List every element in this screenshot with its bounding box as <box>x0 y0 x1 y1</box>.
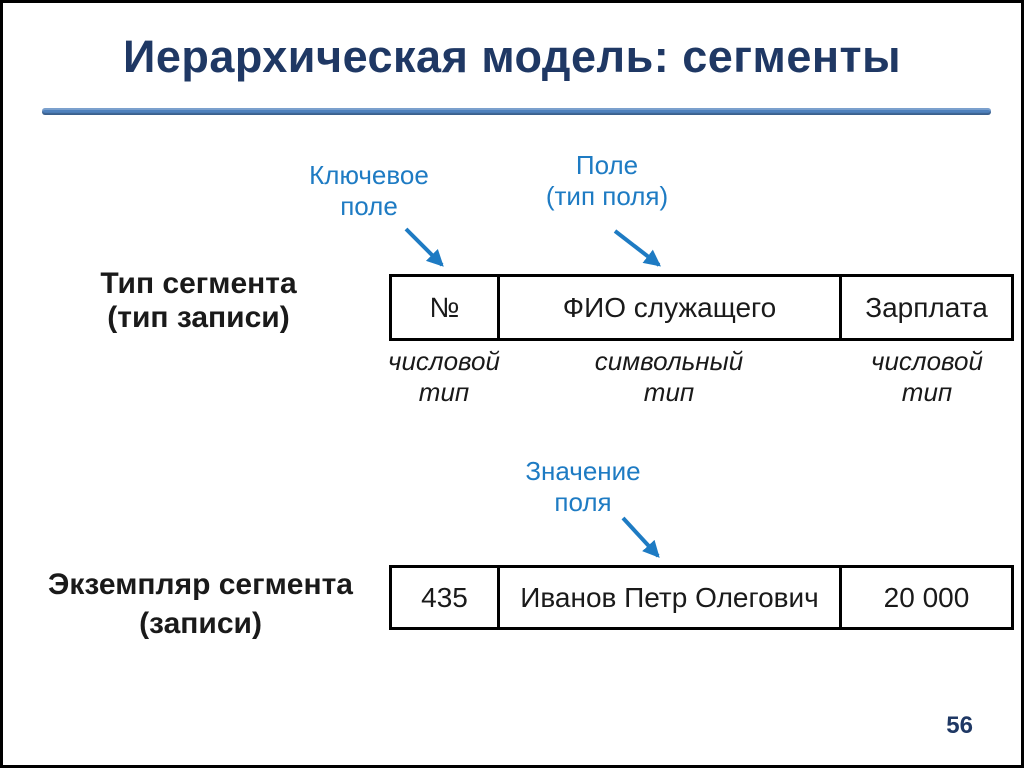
segment-instance-cell-number: 435 <box>392 568 500 627</box>
segment-type-table: № ФИО служащего Зарплата <box>389 274 1014 341</box>
segment-type-cell-name: ФИО служащего <box>500 277 842 338</box>
key-field-arrow <box>404 227 444 267</box>
segment-type-cell-salary: Зарплата <box>865 291 988 323</box>
segment-type-cell-number: № <box>392 277 500 338</box>
segment-instance-cell-salary: 20 000 <box>883 581 970 613</box>
segment-instance-table: 435 Иванов Петр Олегович 20 000 <box>389 565 1014 630</box>
page-number: 56 <box>946 712 973 739</box>
segment-type-label: Тип сегмента (тип записи) <box>100 267 297 334</box>
field-arrow <box>613 229 661 267</box>
title-divider <box>42 108 991 115</box>
column-type-note-numeric-2: числовой тип <box>871 346 983 408</box>
field-value-arrow <box>621 516 660 558</box>
slide-title: Иерархическая модель: сегменты <box>122 31 902 82</box>
column-type-note-numeric-1: числовой тип <box>388 346 500 408</box>
column-type-note-symbolic: символьный тип <box>594 346 744 408</box>
callout-field: Поле (тип поля) <box>545 150 669 212</box>
callout-field-value: Значение поля <box>525 456 641 518</box>
segment-instance-cell-name: Иванов Петр Олегович <box>500 568 842 627</box>
callout-key-field: Ключевое поле <box>309 160 429 222</box>
segment-instance-label: Экземпляр сегмента (записи) <box>48 568 353 640</box>
